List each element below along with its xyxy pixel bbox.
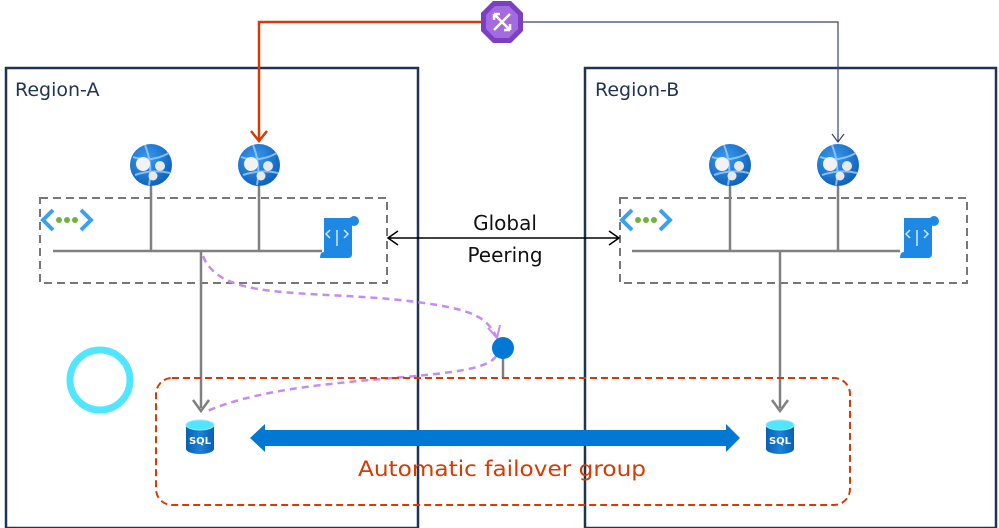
route-table-icon [319,215,360,259]
arrowhead-icon [831,133,845,143]
web-app-icon [237,143,281,187]
private-link-path [201,255,498,337]
peering-label-1: Global [473,211,537,235]
virtual-network-icon [41,208,93,232]
failover-group-boundary [155,377,851,506]
global-peering-arrow [386,230,621,246]
secondary-route-line [523,21,839,142]
peering-label-2: Peering [467,243,542,267]
sql-database-b: SQL [765,419,795,455]
highlight-ring [66,346,134,414]
arrowhead-icon [250,130,268,144]
web-app-icon [708,143,752,187]
route-table-icon [899,215,940,259]
region-a: Region-A [4,66,420,528]
sql-label: SQL [189,436,212,447]
failover-group-label: Automatic failover group [358,457,646,481]
sql-label: SQL [769,436,792,447]
traffic-manager-icon [481,1,523,43]
virtual-network-icon [620,208,672,232]
vnet-a-boundary [39,197,388,284]
region-b: Region-B [583,66,998,528]
arrowhead-icon [487,324,501,341]
replication-arrow [250,424,740,452]
web-app-icon [129,143,173,187]
region-a-label: Region-A [15,79,99,101]
private-endpoint-icon [492,337,514,359]
primary-route-line [257,20,481,140]
private-link-path [204,355,498,414]
vnet-b-boundary [619,197,968,284]
region-b-label: Region-B [595,79,679,101]
sql-database-a: SQL [185,419,215,455]
web-app-icon [816,143,860,187]
